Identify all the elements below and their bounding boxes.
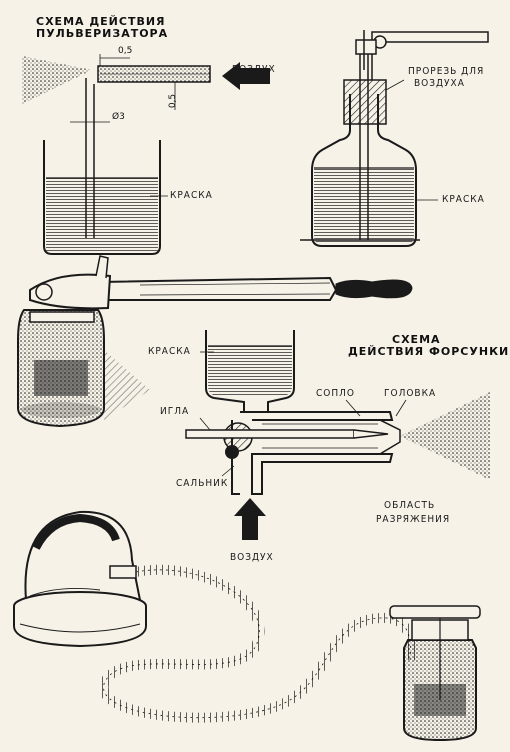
air-slot-label-2: ВОЗДУХА (414, 78, 465, 89)
dim-wall-label: 0,5 (168, 93, 179, 109)
nozzle-scheme (185, 330, 490, 540)
nozzle-air-label: ВОЗДУХ (230, 552, 274, 563)
paint-in-beaker (46, 178, 158, 252)
dim-diameter-label: Ø3 (112, 112, 125, 122)
sprayer-scheme (22, 54, 270, 255)
needle-label: ИГЛА (160, 406, 190, 417)
bottle-paint-label: КРАСКА (442, 194, 485, 205)
air-slot-label-1: ПРОРЕЗЬ ДЛЯ (408, 66, 485, 77)
vacuum-area-label-2: РАЗРЯЖЕНИЯ (376, 514, 451, 525)
nozzle-scheme-title-1: СХЕМА (392, 333, 441, 346)
needle (185, 429, 355, 439)
bottle (311, 94, 417, 247)
sprayer-scheme-title-2: ПУЛЬВЕРИЗАТОРА (36, 27, 169, 40)
bottle-scheme (300, 30, 489, 247)
head-label: ГОЛОВКА (384, 388, 437, 399)
nozzle-label: СОПЛО (316, 388, 355, 399)
sprayer-air-label: ВОЗДУХ (232, 64, 276, 75)
spray-output (400, 392, 490, 480)
beaker (43, 140, 161, 255)
spray-cone (22, 56, 92, 104)
vacuum-area-label-1: ОБЛАСТЬ (384, 500, 436, 511)
hand-sprayer-illustration (17, 255, 413, 428)
sprayer-paint-label: КРАСКА (170, 190, 213, 201)
gland-label: САЛЬНИК (176, 478, 229, 489)
nozzle-paint-label: КРАСКА (148, 346, 191, 357)
nozzle-scheme-title-2: ДЕЙСТВИЯ ФОРСУНКИ (348, 345, 510, 358)
air-arrow (222, 62, 270, 90)
air-arrow (234, 498, 266, 540)
sprayer-scheme-title-1: СХЕМА ДЕЙСТВИЯ (36, 15, 166, 28)
dim-gap-label: 0,5 (118, 46, 133, 56)
compressor-illustration (13, 510, 481, 742)
